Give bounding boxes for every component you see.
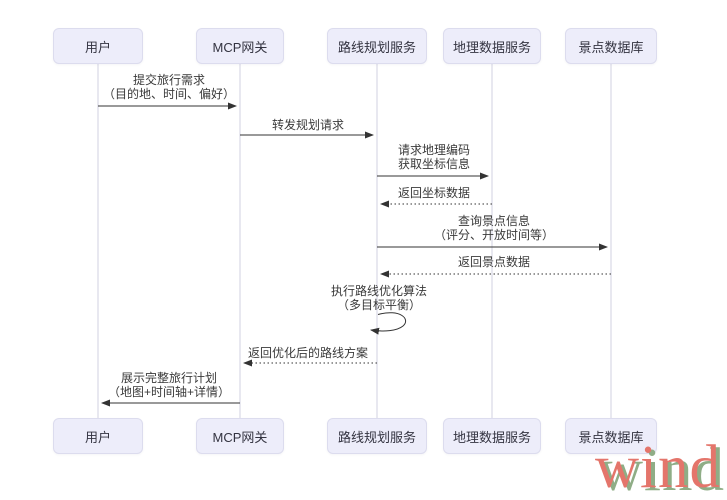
message-self-loop-arrow [370,312,407,335]
message-label-8: 返回优化后的路线方案 [247,346,369,361]
actor-box-user-bottom: 用户 [53,418,143,454]
message-line: 请求地理编码 [397,143,471,157]
message-line: 查询景点信息 [457,214,531,228]
actor-box-route-planning-top: 路线规划服务 [327,28,427,64]
message-line: 返回坐标数据 [397,186,471,200]
message-label-9: 展示完整旅行计划 （地图+时间轴+详情） [107,371,231,399]
message-line: 返回景点数据 [457,255,531,269]
message-label-7: 执行路线优化算法 （多目标平衡） [330,284,428,312]
message-line: 返回优化后的路线方案 [247,346,369,360]
actor-box-mcp-gateway-top: MCP网关 [196,28,284,64]
actor-box-route-planning-bottom: 路线规划服务 [327,418,427,454]
message-label-1: 提交旅行需求 （目的地、时间、偏好） [102,73,236,101]
message-line: （评分、开放时间等） [433,227,555,242]
message-line: （目的地、时间、偏好） [102,86,236,101]
message-line: 提交旅行需求 [132,73,206,87]
message-label-5: 查询景点信息 （评分、开放时间等） [433,214,555,242]
message-line: 转发规划请求 [271,118,345,132]
actor-box-geo-data-bottom: 地理数据服务 [443,418,541,454]
message-label-6: 返回景点数据 [457,255,531,270]
message-line: （多目标平衡） [336,297,422,312]
message-label-3: 请求地理编码 获取坐标信息 [397,143,471,171]
actor-box-user-top: 用户 [53,28,143,64]
message-label-4: 返回坐标数据 [397,186,471,201]
actor-box-mcp-gateway-bottom: MCP网关 [196,418,284,454]
message-line: 展示完整旅行计划 [120,371,217,385]
message-label-2: 转发规划请求 [271,118,345,133]
actor-box-geo-data-top: 地理数据服务 [443,28,541,64]
message-line: （地图+时间轴+详情） [107,384,231,399]
message-line: 执行路线优化算法 [330,284,428,298]
actor-box-poi-database-bottom: 景点数据库 [565,418,657,454]
message-line: 获取坐标信息 [397,156,471,171]
actor-box-poi-database-top: 景点数据库 [565,28,657,64]
